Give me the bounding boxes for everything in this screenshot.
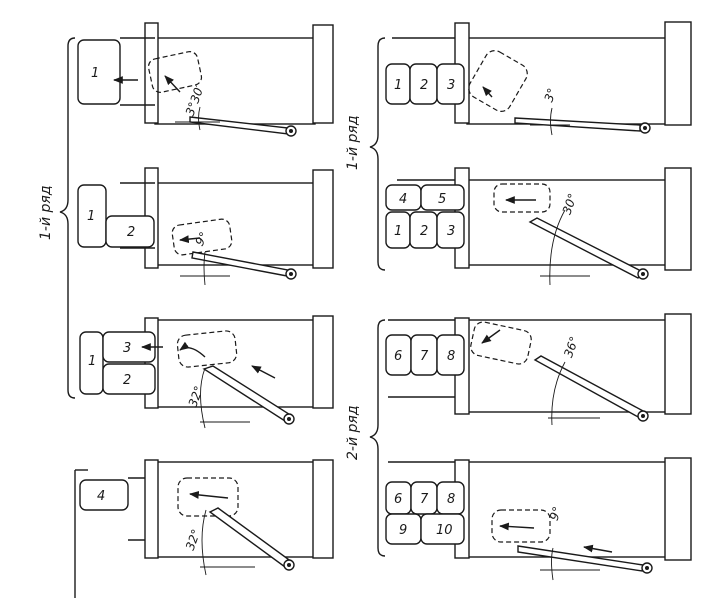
- box-label: 7: [420, 349, 429, 364]
- box-label: 1: [394, 224, 402, 239]
- angle-label: 3°: [542, 86, 560, 104]
- box-1: [79, 331, 104, 395]
- box-label: 4: [97, 489, 105, 504]
- box-label: 2: [123, 373, 131, 388]
- dashed-position: [468, 50, 528, 112]
- box-label: 9: [399, 523, 407, 538]
- box-3: [436, 211, 465, 249]
- dashed-position: [470, 321, 532, 365]
- dashed-position: [171, 218, 233, 256]
- angle-label: 36°: [561, 335, 581, 360]
- row-label-right-1: 1-й ряд: [345, 116, 361, 171]
- panel-r1: 1 2 3 3°: [385, 21, 692, 136]
- box-label: 1: [394, 78, 402, 93]
- angle-label: 9°: [547, 505, 565, 523]
- box-label: 3: [123, 341, 131, 356]
- box-label: 2: [420, 78, 428, 93]
- box-label: 1: [88, 354, 96, 369]
- box-label: 3: [447, 224, 455, 239]
- box-label: 4: [399, 192, 407, 207]
- angle-label: 9°: [192, 230, 211, 249]
- box-1: [77, 39, 121, 105]
- row-label-right-2: 2-й ряд: [345, 406, 361, 461]
- panel-l3: 1 3 2 32°: [79, 315, 334, 429]
- box-label: 10: [436, 523, 453, 538]
- box-8: [436, 334, 465, 376]
- box-label: 8: [447, 349, 455, 364]
- dashed-position: [147, 51, 203, 93]
- angle-label: 32°: [186, 384, 206, 409]
- dashed-position: [493, 183, 551, 213]
- box-2: [105, 215, 155, 248]
- angle-label: 32°: [183, 527, 203, 552]
- panel-r4: 6 7 8 9 10 9°: [385, 457, 692, 581]
- box-label: 2: [420, 224, 428, 239]
- box-label: 1: [87, 209, 95, 224]
- row-label-left: 1-й ряд: [38, 186, 54, 241]
- row-brace-right-2: [369, 319, 386, 557]
- row-brace-left: [59, 37, 76, 399]
- box-label: 7: [420, 492, 429, 507]
- box-5: [420, 184, 465, 211]
- box-4: [79, 479, 129, 511]
- panel-l2: 1 2 9°: [77, 167, 334, 286]
- dashed-position: [491, 509, 551, 543]
- box-2: [102, 363, 156, 395]
- box-1: [77, 184, 107, 248]
- box-label: 8: [447, 492, 455, 507]
- box-label: 3: [447, 78, 455, 93]
- dashed-position: [177, 477, 239, 517]
- box-3: [436, 63, 465, 105]
- dashed-position: [176, 330, 238, 368]
- angle-label: 30°: [560, 192, 580, 217]
- panel-l1: 1 3°30′: [77, 22, 334, 137]
- box-label: 2: [127, 225, 135, 240]
- box-10: [420, 513, 465, 545]
- panel-l4: 4 32°: [74, 459, 334, 598]
- panel-r2: 4 5 1 2 3 30°: [385, 167, 692, 286]
- box-label: 6: [394, 349, 402, 364]
- box-label: 5: [438, 192, 446, 207]
- box-label: 6: [394, 492, 402, 507]
- box-label: 1: [91, 66, 99, 81]
- row-brace-right-1: [369, 37, 386, 271]
- panel-r3: 6 7 8 36°: [385, 313, 692, 426]
